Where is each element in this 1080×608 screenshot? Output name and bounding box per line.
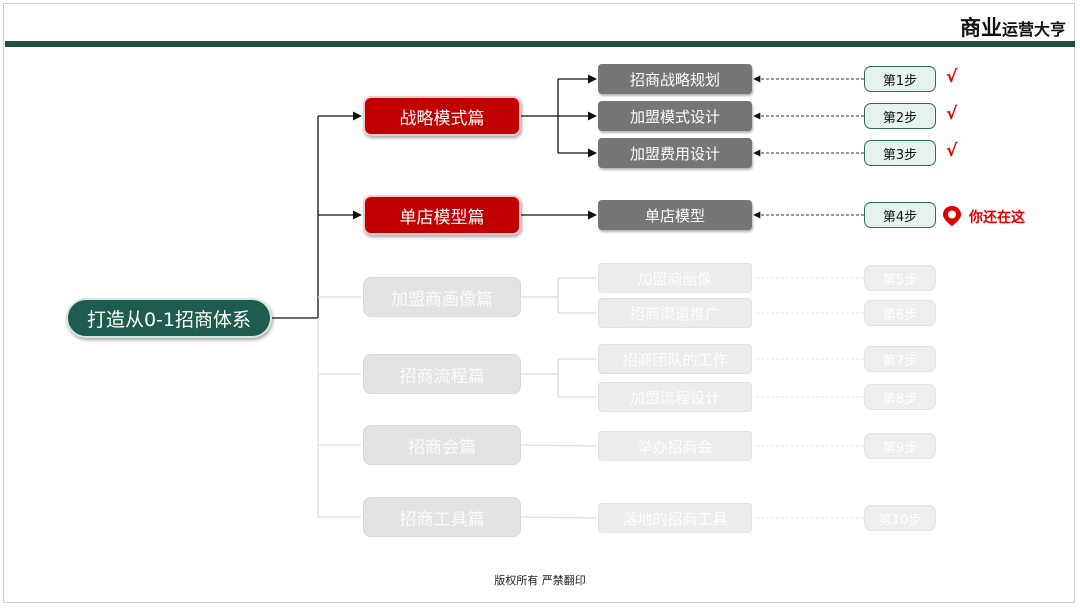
step-badge: 第5步 xyxy=(864,265,936,291)
slide-frame xyxy=(3,3,1075,603)
step-badge: 第4步 xyxy=(864,202,936,228)
sub-node: 单店模型 xyxy=(598,200,752,230)
step-badge: 第6步 xyxy=(864,300,936,326)
step-badge: 第1步 xyxy=(864,66,936,92)
sub-node: 落地的招商工具 xyxy=(598,503,752,533)
root-node: 打造从0-1招商体系 xyxy=(66,298,272,338)
header-bar xyxy=(5,41,1075,47)
sub-node: 招商团队的工作 xyxy=(598,344,752,374)
step-badge: 第9步 xyxy=(864,433,936,459)
sub-node: 加盟模式设计 xyxy=(598,101,752,131)
sub-node: 加盟费用设计 xyxy=(598,138,752,168)
checkmark-icon: √ xyxy=(946,67,958,87)
chapter-node-1: 战略模式篇 xyxy=(363,96,521,136)
sub-node: 招商战略规划 xyxy=(598,64,752,94)
chapter-node-4: 招商流程篇 xyxy=(363,354,521,394)
brand-logo-main: 商业 xyxy=(959,16,1002,40)
sub-node: 招商渠道推广 xyxy=(598,298,752,328)
chapter-node-3: 加盟商画像篇 xyxy=(363,277,521,317)
map-pin-icon xyxy=(943,206,961,226)
step-badge: 第10步 xyxy=(864,505,936,531)
sub-node: 加盟流程设计 xyxy=(598,382,752,412)
step-badge: 第7步 xyxy=(864,346,936,372)
chapter-node-5: 招商会篇 xyxy=(363,425,521,465)
step-badge: 第3步 xyxy=(864,140,936,166)
brand-logo: 商业 运营大亨 xyxy=(960,12,1066,40)
sub-node: 加盟商画像 xyxy=(598,263,752,293)
step-badge: 第8步 xyxy=(864,384,936,410)
copyright-footer: 版权所有 严禁翻印 xyxy=(494,574,586,587)
brand-logo-sub: 运营大亨 xyxy=(1001,20,1066,39)
current-position-label: 你还在这 xyxy=(969,210,1025,226)
chapter-node-6: 招商工具篇 xyxy=(363,497,521,537)
checkmark-icon: √ xyxy=(946,141,958,161)
sub-connector xyxy=(520,516,597,519)
chapter-node-2: 单店模型篇 xyxy=(363,195,521,235)
sub-node: 举办招商会 xyxy=(598,431,752,461)
checkmark-icon: √ xyxy=(946,104,958,124)
sub-connector xyxy=(520,444,597,447)
connector-lines xyxy=(272,74,864,519)
step-badge: 第2步 xyxy=(864,103,936,129)
